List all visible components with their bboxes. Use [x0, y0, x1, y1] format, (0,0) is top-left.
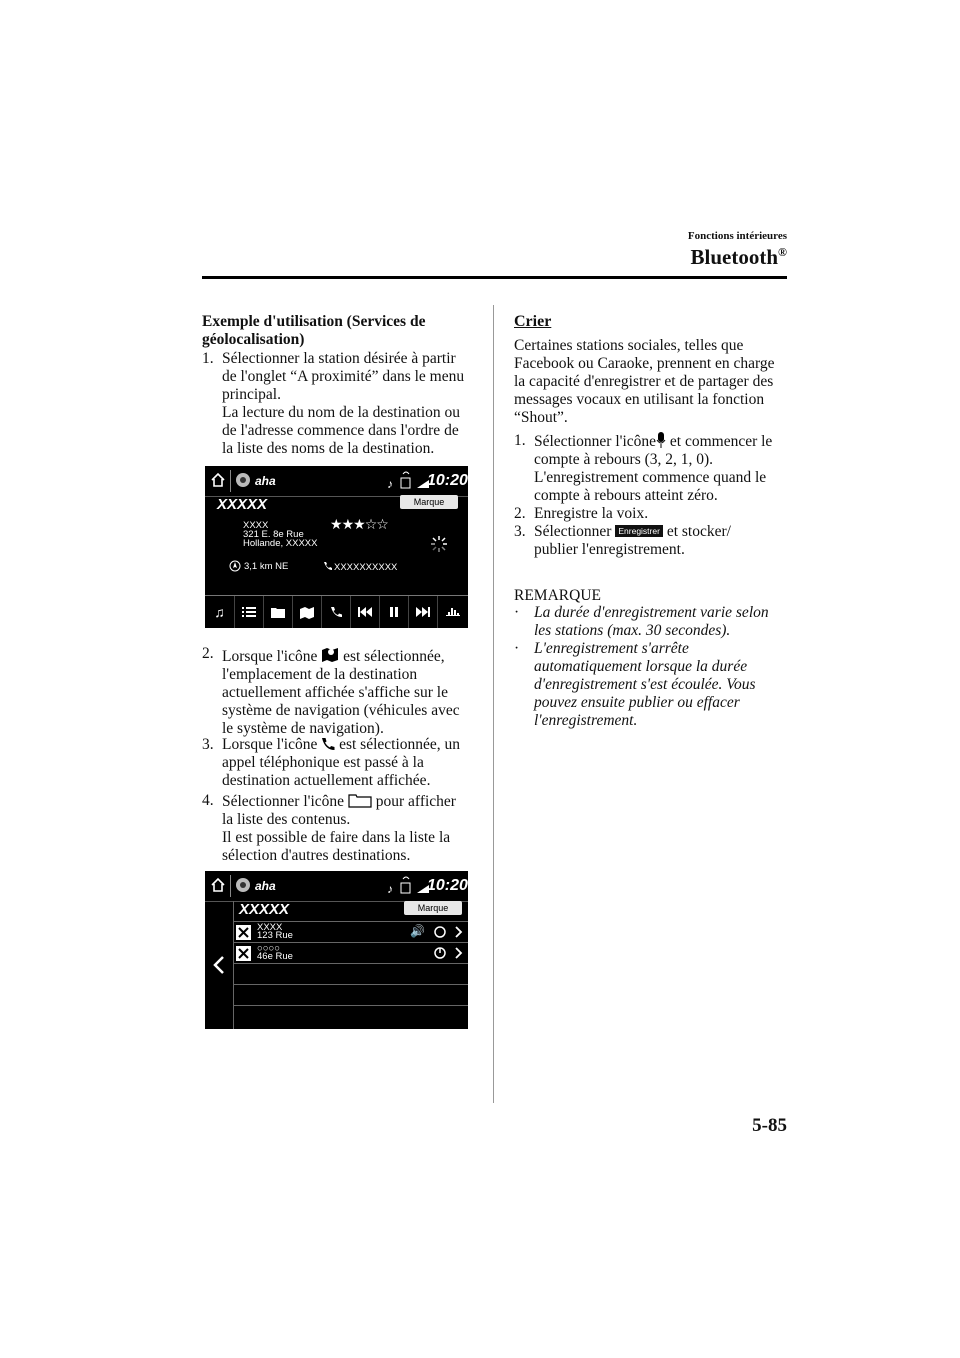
clock: 10:20 — [427, 877, 468, 894]
star-filled-icon: ★ — [330, 516, 343, 532]
star-empty-icon: ☆ — [364, 516, 378, 532]
note-title: REMARQUE — [514, 587, 601, 604]
folder-icon — [348, 794, 372, 808]
chevron-right-icon[interactable] — [455, 926, 463, 938]
map-icon[interactable] — [292, 596, 322, 628]
note-list: ·La durée d'enregistrement varie selon l… — [514, 604, 769, 729]
crier-heading: Crier — [514, 313, 552, 330]
microphone-icon — [656, 432, 666, 448]
map-icon — [322, 648, 339, 662]
list-item[interactable]: ○○○○ 46e Rue — [233, 942, 468, 963]
phone-icon — [322, 738, 335, 750]
aha-player-screen: aha ♪ 10:20 XXXXX Marque XXXX 321 E. 8e … — [205, 466, 468, 628]
page-number: 5-85 — [752, 1115, 787, 1136]
phone-small-icon — [324, 562, 332, 570]
close-icon[interactable] — [236, 946, 251, 961]
aha-list-screen: aha ♪ 10:20 XXXXX Marque XXXX 123 Rue 🔊 … — [205, 871, 468, 1029]
clock: 10:20 — [427, 472, 468, 489]
enregistrer-button: Enregistrer — [615, 525, 663, 537]
list-icon[interactable] — [234, 596, 264, 628]
station-title: XXXXX — [239, 901, 290, 918]
list-item[interactable]: XXXX 123 Rue 🔊 — [233, 921, 468, 942]
next-icon[interactable] — [408, 596, 438, 628]
aha-logo-icon — [236, 878, 250, 892]
previous-icon[interactable] — [350, 596, 380, 628]
equalizer-icon[interactable] — [437, 596, 468, 628]
timer-icon[interactable] — [433, 946, 447, 960]
status-icons: ♪ — [387, 471, 429, 491]
column-divider — [493, 305, 494, 1103]
compass-icon — [229, 560, 241, 572]
list-item[interactable] — [233, 963, 468, 984]
screen-top-bar: aha ♪ 10:20 — [205, 871, 468, 902]
star-filled-icon: ★ — [353, 516, 366, 532]
loading-spinner-icon — [431, 536, 447, 552]
list-item[interactable] — [233, 1005, 468, 1026]
left-heading: Exemple d'utilisation (Services de géolo… — [202, 313, 426, 348]
address-line-1: XXXX — [243, 520, 269, 531]
crier-steps: 1.Sélectionner l'icône et commencer le c… — [514, 432, 773, 558]
app-name: aha — [255, 474, 276, 488]
star-empty-icon: ☆ — [376, 516, 389, 532]
pause-icon[interactable] — [379, 596, 409, 628]
music-icon[interactable]: ♫ — [205, 596, 235, 628]
step-3: 3.Lorsque l'icône est sélectionnée, un a… — [202, 736, 461, 789]
aha-logo-icon — [236, 473, 250, 487]
section-label: Fonctions intérieures — [687, 230, 787, 242]
star-filled-icon: ★ — [341, 516, 355, 532]
phone-number: XXXXXXXXXX — [334, 562, 398, 573]
step-1: 1.Sélectionner la station désirée à part… — [202, 350, 465, 457]
screen-top-bar: aha ♪ 10:20 — [205, 466, 468, 497]
home-icon[interactable] — [210, 472, 226, 488]
header-rule — [202, 276, 787, 279]
phone-icon[interactable] — [321, 596, 351, 628]
rating-stars: ★★★☆☆ — [330, 516, 389, 533]
list-item[interactable] — [233, 984, 468, 1005]
folder-icon[interactable] — [263, 596, 293, 628]
status-icons: ♪ — [387, 876, 429, 896]
close-icon[interactable] — [236, 925, 251, 940]
marque-button[interactable]: Marque — [400, 495, 458, 509]
page-title: Bluetooth® — [690, 245, 787, 269]
crier-intro: Certaines stations sociales, telles que … — [514, 337, 775, 426]
home-icon[interactable] — [210, 877, 226, 893]
app-name: aha — [255, 879, 276, 893]
chevron-right-icon[interactable] — [455, 947, 463, 959]
back-chevron-icon[interactable] — [213, 955, 225, 975]
marque-button[interactable]: Marque — [404, 901, 462, 915]
svg-text:♪: ♪ — [387, 882, 393, 896]
control-bar: ♫ — [205, 595, 468, 628]
address-line-3: Hollande, XXXXX — [243, 538, 318, 549]
svg-text:♪: ♪ — [387, 477, 393, 491]
speaker-icon: 🔊 — [410, 924, 425, 938]
address-line-2: 321 E. 8e Rue — [243, 529, 304, 540]
station-title: XXXXX — [217, 496, 268, 513]
step-4: 4.Sélectionner l'icône pour afficher la … — [202, 792, 456, 864]
distance: 3,1 km NE — [244, 561, 289, 572]
refresh-icon[interactable] — [433, 925, 447, 939]
step-2: 2.Lorsque l'icône est sélectionnée, l'em… — [202, 645, 460, 737]
